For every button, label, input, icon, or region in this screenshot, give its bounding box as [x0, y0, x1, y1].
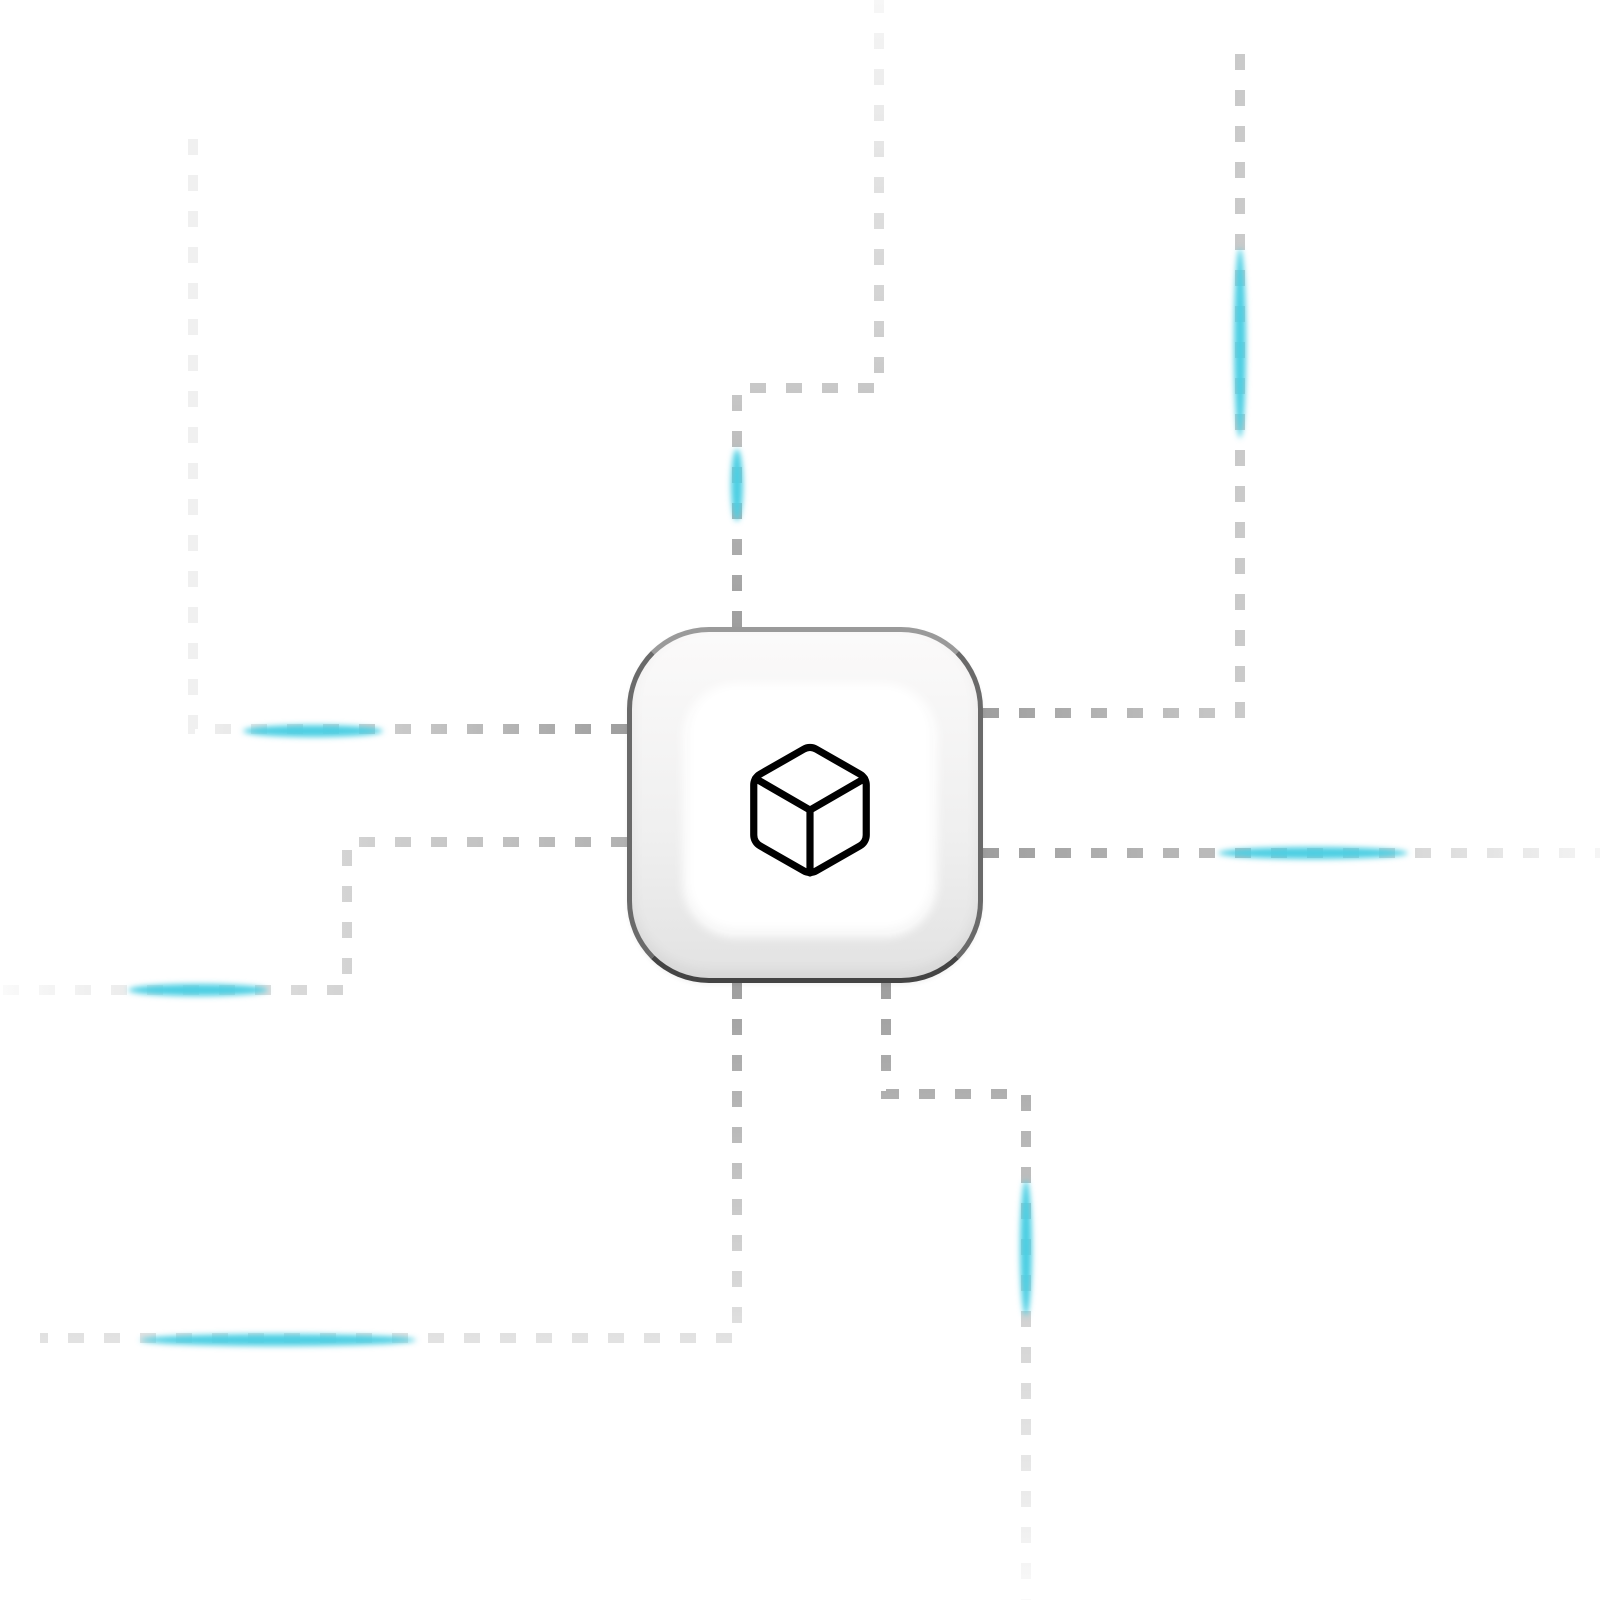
pulse-left-upper [243, 725, 383, 737]
connector-left-middle [0, 837, 627, 995]
connector-bottom-left [40, 983, 742, 1343]
pulse-right [1218, 847, 1408, 859]
connector-left-upper [188, 120, 627, 734]
connector-right-top [983, 40, 1245, 718]
pulse-bottom-right [1020, 1180, 1032, 1316]
connector-bottom-right [881, 983, 1031, 1600]
pulse-top [731, 449, 743, 521]
pulse-right-top [1234, 248, 1246, 438]
pulse-left-middle [128, 984, 268, 996]
central-node[interactable] [627, 627, 983, 983]
box-icon [750, 743, 870, 877]
connector-top [732, 0, 884, 627]
pulse-bottom-left [140, 1334, 416, 1346]
central-node-face [687, 687, 933, 933]
